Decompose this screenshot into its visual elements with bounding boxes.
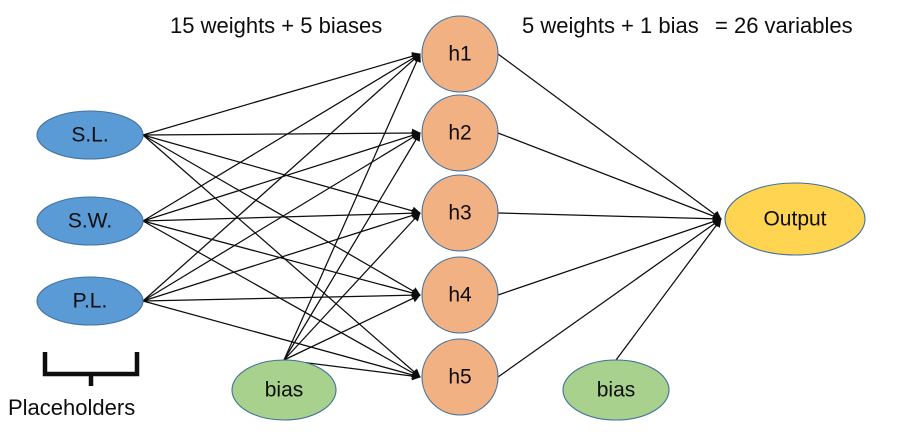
bias-hidden-shape: [231, 359, 337, 421]
edges-layer: [142, 52, 722, 381]
edge-bias-hidden-to-hidden-4: [283, 294, 421, 361]
input-sepal-length[interactable]: S.L.: [36, 110, 144, 160]
hidden-h2-label: h2: [448, 122, 471, 145]
bias-output-label: bias: [597, 379, 636, 402]
input-petal-length[interactable]: P.L.: [36, 276, 144, 326]
edge-input-3-to-hidden-2: [142, 132, 421, 302]
bias-output-shape: [562, 359, 670, 421]
edge-hidden-3-to-output: [497, 212, 722, 224]
edge-input-2-to-hidden-1: [142, 53, 421, 222]
caption-hidden-params: 15 weights + 5 biases: [170, 13, 382, 38]
hidden-h1-label: h1: [448, 43, 471, 66]
input-sepal-length-shape: [36, 110, 144, 160]
edge-bias-hidden-to-hidden-2: [283, 132, 421, 361]
input-sepal-width-shape: [36, 196, 144, 246]
input-sepal-width[interactable]: S.W.: [36, 196, 144, 246]
hidden-h3[interactable]: h3: [421, 174, 499, 252]
edge-input-3-to-hidden-4: [142, 290, 421, 302]
caption-placeholders: Placeholders: [8, 395, 135, 420]
hidden-h5[interactable]: h5: [421, 338, 499, 416]
output-node-shape: [724, 182, 866, 256]
input-petal-length-shape: [36, 276, 144, 326]
input-sepal-width-label: S.W.: [68, 210, 112, 233]
edge-input-1-to-hidden-1: [142, 52, 421, 136]
hidden-h2-shape: [421, 94, 499, 172]
edge-bias-hidden-to-hidden-3: [283, 212, 421, 361]
edge-hidden-5-to-output: [497, 218, 722, 378]
hidden-h3-label: h3: [448, 202, 471, 225]
output-node-label: Output: [763, 208, 826, 231]
placeholders-brace: [42, 352, 140, 386]
edge-input-2-to-hidden-4: [142, 220, 421, 298]
edge-hidden-1-to-output: [497, 53, 722, 220]
bias-output[interactable]: bias: [562, 359, 670, 421]
bias-hidden-label: bias: [265, 379, 304, 402]
edge-input-1-to-hidden-5: [142, 134, 421, 378]
input-petal-length-label: P.L.: [73, 290, 108, 313]
captions-layer: 15 weights + 5 biases 5 weights + 1 bias =…: [8, 13, 853, 420]
edge-input-1-to-hidden-3: [142, 134, 421, 216]
output-node[interactable]: Output: [724, 182, 866, 256]
edge-input-3-to-hidden-3: [142, 211, 421, 302]
hidden-h1-shape: [421, 15, 499, 93]
edge-bias-hidden-to-hidden-1: [283, 53, 421, 361]
edge-input-2-to-hidden-5: [142, 220, 421, 378]
edge-bias-output-to-output: [615, 218, 722, 361]
hidden-h5-label: h5: [448, 366, 471, 389]
placeholders-brace-group: [42, 352, 140, 386]
edge-input-1-to-hidden-2: [142, 128, 421, 138]
hidden-h4-label: h4: [448, 284, 472, 307]
hidden-h2[interactable]: h2: [421, 94, 499, 172]
input-sepal-length-label: S.L.: [71, 124, 108, 147]
hidden-h4-shape: [421, 256, 499, 334]
edge-input-3-to-hidden-1: [142, 53, 421, 302]
hidden-h4[interactable]: h4: [421, 256, 499, 334]
edge-input-1-to-hidden-4: [142, 134, 421, 296]
edge-hidden-4-to-output: [497, 217, 722, 296]
edge-input-3-to-hidden-5: [142, 300, 421, 380]
nodes-layer: S.L. S.W. P.L. h1 h2 h3 h4 h5 bias bias Output: [36, 15, 866, 421]
caption-output-params: 5 weights + 1 bias: [522, 13, 699, 38]
hidden-h5-shape: [421, 338, 499, 416]
caption-total-params: = 26 variables: [715, 13, 853, 38]
edge-hidden-2-to-output: [497, 132, 722, 221]
hidden-h1[interactable]: h1: [421, 15, 499, 93]
bias-hidden[interactable]: bias: [231, 359, 337, 421]
hidden-h3-shape: [421, 174, 499, 252]
